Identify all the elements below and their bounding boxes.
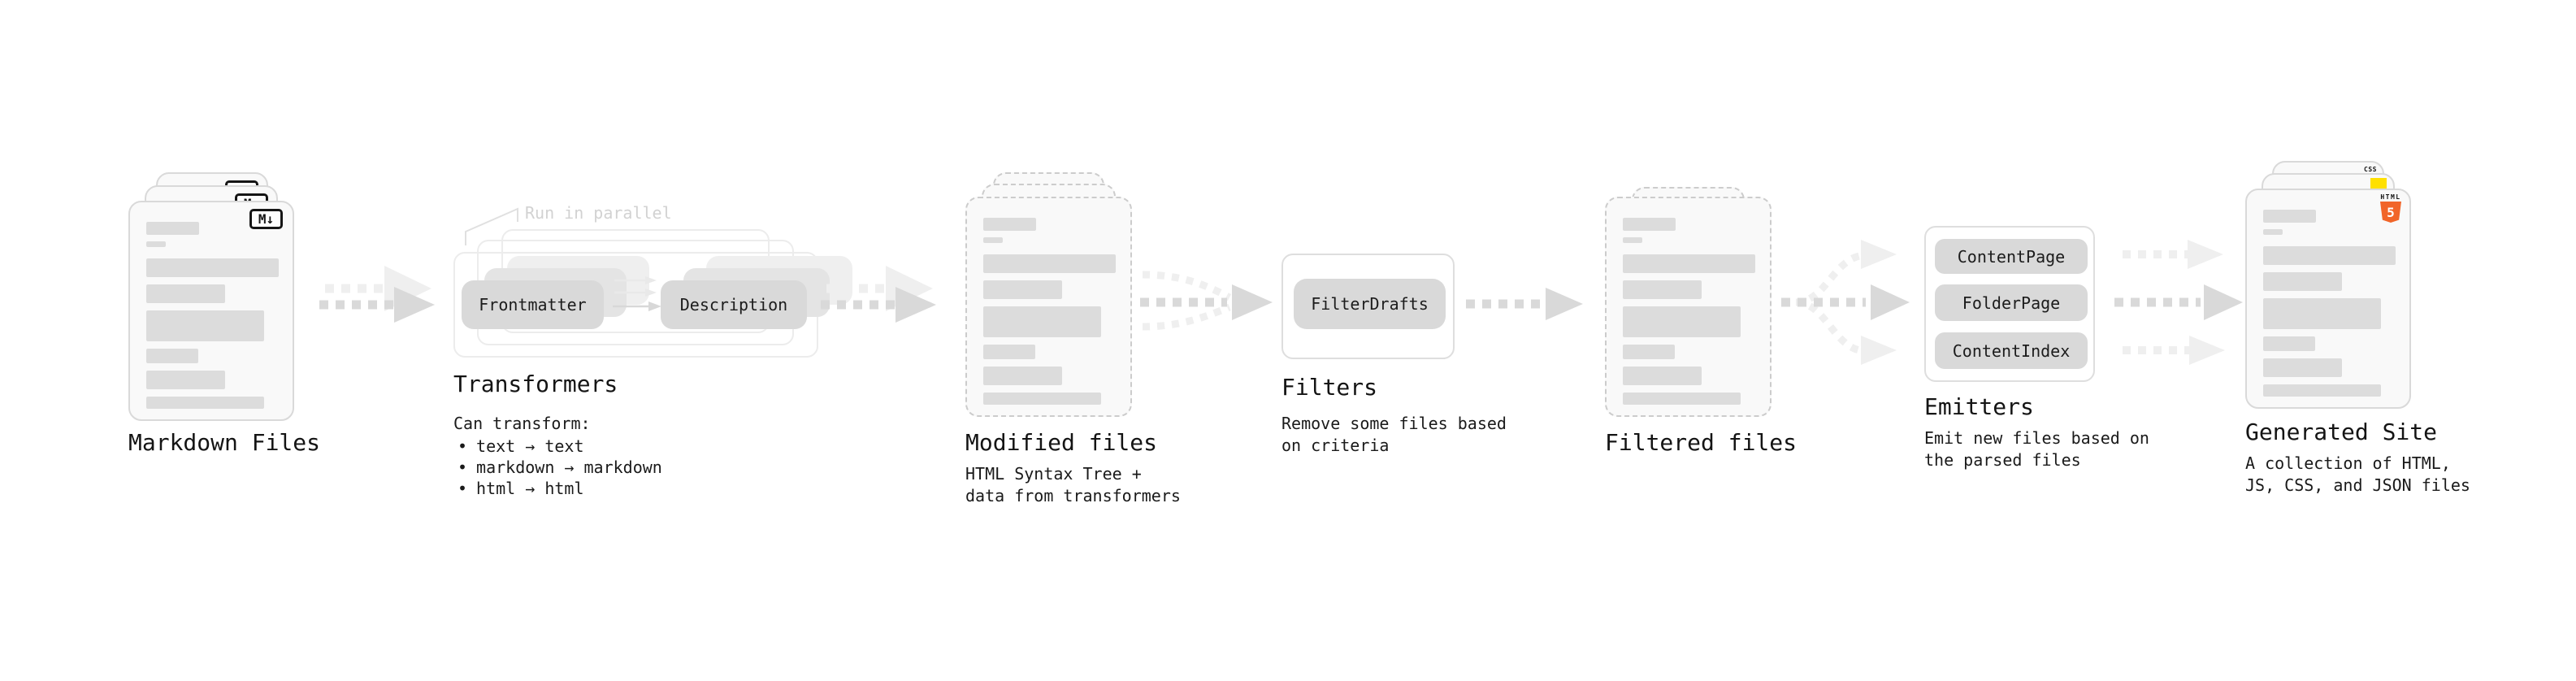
flow-arrow-markdown-to-transformers [319, 266, 435, 323]
site-file-card-html: HTML 5 [2245, 189, 2411, 409]
text-placeholder-bar [1623, 254, 1755, 273]
text-placeholder-bar [146, 284, 225, 303]
emitters-caption: Emit new files based on the parsed files [1924, 428, 2149, 470]
modified-files-label: Modified files [965, 429, 1158, 456]
text-placeholder-bar [983, 218, 1036, 231]
markdown-files-node: M↓ M↓ M↓ [128, 172, 294, 421]
generated-site-node: CSS HTML 5 [2245, 161, 2411, 409]
transform-list: text → text markdown → markdown html → h… [453, 436, 662, 499]
flow-arrow-filters-to-filtered [1466, 288, 1583, 320]
text-placeholder-bar [1623, 280, 1702, 299]
filtered-files-node [1605, 187, 1772, 417]
emitters-label: Emitters [1924, 393, 2034, 420]
text-placeholder-bar [1623, 393, 1741, 405]
text-placeholder-bar [983, 254, 1116, 273]
text-placeholder-bar [1623, 367, 1702, 385]
generated-site-caption: A collection of HTML, JS, CSS, and JSON … [2245, 453, 2470, 495]
text-placeholder-bar [983, 237, 1003, 243]
file-content-placeholder [146, 222, 279, 409]
contentindex-box: ContentIndex [1935, 332, 2088, 369]
markdown-icon: M↓ [249, 209, 283, 229]
filtered-files-label: Filtered files [1605, 429, 1798, 456]
transformers-label: Transformers [453, 371, 618, 397]
text-placeholder-bar [2263, 246, 2396, 265]
text-placeholder-bar [2263, 298, 2381, 329]
text-placeholder-bar [983, 280, 1062, 299]
filters-label: Filters [1281, 374, 1378, 401]
transform-list-item: markdown → markdown [453, 457, 662, 478]
transform-list-item: html → html [453, 478, 662, 499]
flow-arrow-filtered-to-emitters [1781, 240, 1910, 365]
folderpage-box: FolderPage [1935, 284, 2088, 321]
transformers-caption-title: Can transform: [453, 414, 591, 433]
text-placeholder-bar [1623, 218, 1676, 231]
run-in-parallel-note: Run in parallel [525, 203, 672, 223]
modified-files-node [965, 172, 1132, 417]
text-placeholder-bar [2263, 358, 2342, 377]
text-placeholder-bar [1623, 345, 1675, 359]
description-box: Description [661, 280, 807, 329]
filtered-file-card-front [1605, 197, 1772, 417]
text-placeholder-bar [2263, 229, 2283, 235]
text-placeholder-bar [146, 371, 225, 389]
text-placeholder-bar [983, 367, 1062, 385]
text-placeholder-bar [146, 222, 199, 235]
flow-arrow-transformers-to-modified [821, 266, 936, 323]
text-placeholder-bar [1623, 237, 1642, 243]
text-placeholder-bar [2263, 272, 2342, 291]
text-placeholder-bar [2263, 336, 2315, 351]
text-placeholder-bar [146, 397, 264, 409]
text-placeholder-bar [1623, 306, 1741, 337]
modified-files-caption: HTML Syntax Tree + data from transformer… [965, 464, 1181, 505]
text-placeholder-bar [2263, 384, 2381, 397]
transformers-node: Run in parallel Frontmatter Description … [453, 203, 852, 504]
text-placeholder-bar [2263, 210, 2316, 223]
note-leader-line [465, 207, 518, 245]
contentpage-box: ContentPage [1935, 239, 2088, 274]
js-icon [2370, 178, 2387, 189]
modified-file-card-front [965, 197, 1132, 417]
frontmatter-box: Frontmatter [462, 280, 604, 329]
filters-caption: Remove some files based on criteria [1281, 414, 1507, 455]
markdown-files-label: Markdown Files [128, 429, 321, 456]
html5-icon: HTML 5 [2379, 193, 2403, 223]
transform-list-item: text → text [453, 436, 662, 457]
text-placeholder-bar [983, 393, 1101, 405]
file-content-placeholder [2263, 210, 2396, 397]
text-placeholder-bar [146, 349, 198, 363]
step-arrows [613, 276, 661, 311]
text-placeholder-bar [146, 310, 264, 341]
generated-site-label: Generated Site [2245, 419, 2438, 445]
flow-arrow-emitters-to-site [2114, 240, 2243, 365]
filterdrafts-box: FilterDrafts [1294, 279, 1446, 329]
text-placeholder-bar [983, 345, 1035, 359]
emitters-node: ContentPage FolderPage ContentIndex [1924, 226, 2095, 382]
text-placeholder-bar [983, 306, 1101, 337]
markdown-file-card-front: M↓ [128, 201, 294, 421]
text-placeholder-bar [146, 258, 279, 277]
flow-arrow-modified-to-filters [1140, 271, 1273, 331]
filters-node: FilterDrafts [1281, 254, 1455, 359]
file-content-placeholder [983, 218, 1116, 405]
file-content-placeholder [1623, 218, 1755, 405]
text-placeholder-bar [146, 241, 166, 247]
